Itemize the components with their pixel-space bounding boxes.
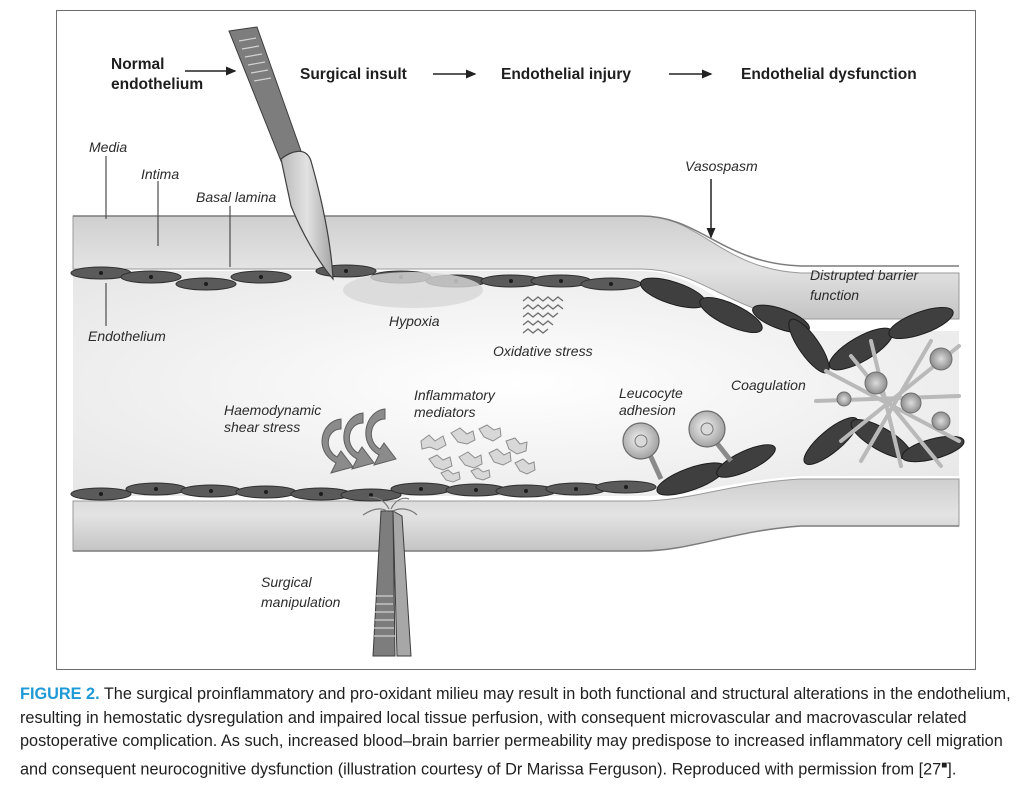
upper-vessel-wall [72,215,960,320]
layer-leader-lines [105,156,231,326]
leucocyte-label-2: adhesion [619,402,676,418]
surgical-manipulation-label-1: Surgical [261,574,312,590]
surgical-insult-label: Surgical insult [300,66,407,83]
normal-endothelium-label-1: Normal [111,56,164,73]
intima-label: Intima [141,166,179,182]
figure-label: FIGURE 2. [20,685,100,703]
surgical-manipulation-label-2: manipulation [261,594,341,610]
vasospasm-label: Vasospasm [685,158,758,174]
figure-caption: FIGURE 2. The surgical proinflammatory a… [20,683,1016,781]
inflammatory-label-1: Inflammatory [414,387,496,403]
endothelial-dysfunction-label: Endothelial dysfunction [741,66,917,83]
flow-arrows [185,66,716,239]
caption-text: The surgical proinflammatory and pro-oxi… [20,685,1011,778]
hypoxia-label: Hypoxia [389,313,440,329]
coagulation-label: Coagulation [731,377,806,393]
barrier-label-2: function [810,287,859,303]
hypoxia-zone [343,272,483,308]
basal-lamina-label: Basal lamina [196,189,276,205]
shear-stress-icon [321,408,397,474]
media-label: Media [89,139,127,155]
coagulation-web [814,339,961,468]
inflammatory-mediators-icon [420,424,536,483]
oxidative-stress-icon [522,296,564,334]
inflammatory-label-2: mediators [414,404,475,420]
reference-mark: ■ [941,759,948,771]
figure-frame: Normal endothelium Surgical insult Endot… [56,10,976,670]
leucocyte-label-1: Leucocyte [619,385,683,401]
haemodynamic-label-2: shear stress [224,419,300,435]
forceps-icon [362,496,418,657]
endothelium-illustration: Normal endothelium Surgical insult Endot… [70,26,965,657]
leucocytes [622,410,733,481]
endothelial-injury-label: Endothelial injury [501,66,631,83]
scalpel-icon [228,26,334,281]
dysfunctional-cells-upper [639,277,954,374]
barrier-label-1: Distrupted barrier [810,267,919,283]
endothelium-label: Endothelium [88,328,166,344]
normal-endothelium-label-2: endothelium [111,76,203,93]
caption-tail: ]. [947,759,957,778]
oxidative-stress-label: Oxidative stress [493,343,593,359]
haemodynamic-label-1: Haemodynamic [224,402,321,418]
